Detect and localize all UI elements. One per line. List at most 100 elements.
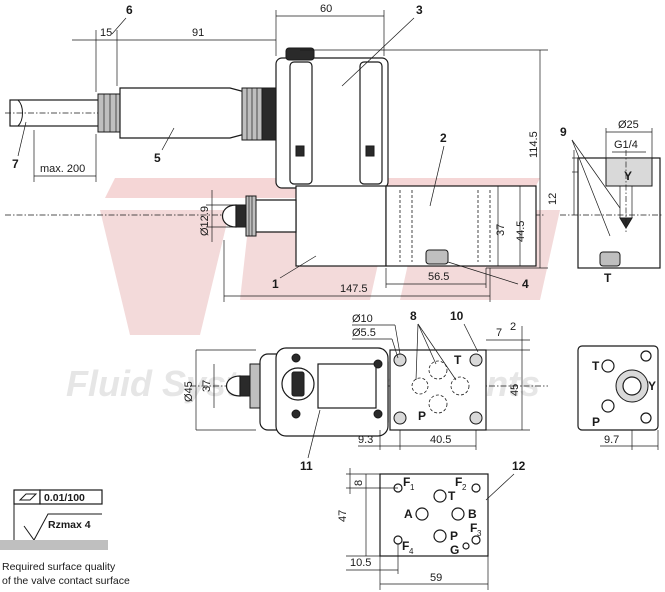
label-f4: F bbox=[402, 539, 409, 553]
dim-10-5: 10.5 bbox=[350, 557, 371, 569]
hole-g bbox=[462, 542, 470, 550]
roughness-value: Rzmax 4 bbox=[48, 519, 91, 531]
callout-9: 9 bbox=[560, 125, 567, 139]
plan-bolt-4 bbox=[469, 411, 483, 425]
end-view-port-t bbox=[601, 359, 615, 373]
dim-max200: max. 200 bbox=[40, 163, 85, 175]
surface-spec: 0.01/100 Rzmax 4 Required surface qualit… bbox=[0, 489, 130, 587]
dim-d25: Ø25 bbox=[618, 119, 639, 131]
dim-147-5: 147.5 bbox=[340, 283, 368, 295]
watermark-logo-stripe-2 bbox=[100, 210, 230, 335]
coil-nut-top bbox=[285, 47, 315, 61]
plan-override-button bbox=[225, 375, 241, 397]
callout-5: 5 bbox=[154, 151, 161, 165]
flatness-symbol-box bbox=[13, 489, 41, 505]
plan-coil-plate bbox=[317, 363, 377, 409]
side-view bbox=[5, 47, 545, 267]
cable-break bbox=[17, 99, 23, 127]
label-b: B bbox=[468, 507, 477, 521]
dim-d5-5: Ø5.5 bbox=[352, 327, 376, 339]
plan-bolt-3 bbox=[393, 411, 407, 425]
end-view-label-t: T bbox=[592, 359, 600, 373]
hole-p bbox=[433, 529, 447, 543]
body-oring bbox=[425, 249, 449, 265]
end-view-port-p bbox=[601, 399, 615, 413]
dim-7: 7 bbox=[496, 327, 502, 339]
dim-56-5: 56.5 bbox=[428, 271, 449, 283]
side-view-dimensions: 60 15 91 max. 200 114.5 37 44.5 Ø12.9 56… bbox=[33, 3, 548, 302]
dim-g14: G1/4 bbox=[614, 139, 638, 151]
end-view-bolt-1 bbox=[640, 350, 652, 362]
flatness-value: 0.01/100 bbox=[44, 492, 85, 504]
callout-6: 6 bbox=[126, 3, 133, 17]
plan-coil-screw-1 bbox=[291, 353, 301, 363]
surface-note-line1: Required surface quality bbox=[2, 561, 116, 573]
label-a: A bbox=[404, 507, 413, 521]
plan-view-dimensions: Ø45 37 Ø10 Ø5.5 7 2 45 9.3 40.5 8 10 11 bbox=[183, 309, 530, 473]
end-view-label-p: P bbox=[592, 415, 600, 429]
override-knurl bbox=[245, 195, 257, 237]
callout-1: 1 bbox=[272, 277, 279, 291]
surface-note-line2: of the valve contact surface bbox=[2, 575, 130, 587]
dim-d10: Ø10 bbox=[352, 313, 373, 325]
dim-47: 47 bbox=[337, 510, 349, 522]
connector-ring bbox=[261, 87, 277, 141]
callout-12: 12 bbox=[512, 459, 526, 473]
section-view: Y T bbox=[560, 150, 662, 285]
dim-44-5: 44.5 bbox=[515, 221, 527, 242]
plan-override-stem bbox=[239, 375, 251, 397]
end-view-port-y-inner bbox=[622, 376, 642, 396]
coil-right-band bbox=[359, 61, 383, 185]
plan-bolt-1 bbox=[393, 353, 407, 367]
dim-40-5: 40.5 bbox=[430, 434, 451, 446]
plan-bolt-2 bbox=[469, 353, 483, 367]
plan-override-knurl bbox=[249, 363, 261, 409]
section-oring bbox=[599, 251, 621, 267]
dim-d12-9: Ø12.9 bbox=[199, 206, 211, 236]
section-port-y-label: Y bbox=[624, 169, 632, 183]
callout-4: 4 bbox=[522, 277, 529, 291]
dim-91: 91 bbox=[192, 27, 204, 39]
label-t: T bbox=[448, 489, 456, 503]
hole-f2 bbox=[471, 483, 481, 493]
coil-left-band bbox=[289, 61, 313, 185]
dim-60: 60 bbox=[320, 3, 332, 15]
dim-12: 12 bbox=[547, 193, 559, 205]
override-stem bbox=[235, 204, 247, 228]
callout-2: 2 bbox=[440, 131, 447, 145]
dim-37-plan: 37 bbox=[201, 380, 213, 392]
dim-37-side: 37 bbox=[495, 224, 507, 236]
dim-15: 15 bbox=[100, 27, 112, 39]
label-p: P bbox=[450, 529, 458, 543]
flatness-value-box bbox=[39, 489, 103, 505]
dim-9-3: 9.3 bbox=[358, 434, 373, 446]
plug-connector bbox=[119, 87, 246, 139]
end-view-label-y: Y bbox=[648, 379, 656, 393]
callout-10: 10 bbox=[450, 309, 464, 323]
mounting-pattern: F 1 F 2 F 3 F 4 T A B P G bbox=[379, 473, 489, 557]
dim-8: 8 bbox=[353, 480, 365, 486]
callout-7: 7 bbox=[12, 157, 19, 171]
section-port-y bbox=[605, 157, 653, 187]
override-housing bbox=[253, 199, 297, 233]
end-view: T P Y 9.7 bbox=[577, 345, 659, 450]
label-f1-sub: 1 bbox=[410, 483, 415, 492]
valve-housing bbox=[385, 185, 537, 267]
connector-nut bbox=[97, 93, 121, 133]
label-g: G bbox=[450, 543, 459, 557]
hole-f3 bbox=[471, 535, 481, 545]
contact-surface bbox=[0, 540, 108, 550]
label-f4-sub: 4 bbox=[409, 547, 414, 556]
section-view-dimensions: Ø25 G1/4 12 9 bbox=[547, 119, 653, 237]
label-f3-sub: 3 bbox=[477, 529, 482, 538]
label-f3: F bbox=[470, 521, 477, 535]
plan-coil-knob-slot bbox=[291, 371, 305, 397]
plan-coil-screw-2 bbox=[291, 409, 301, 419]
callout-11: 11 bbox=[300, 459, 313, 473]
mounting-pattern-dimensions: 8 47 10.5 59 12 bbox=[337, 459, 526, 590]
dim-45: 45 bbox=[509, 384, 521, 396]
plan-coil-screw-3 bbox=[373, 359, 383, 369]
roughness-icon bbox=[23, 513, 102, 541]
coil-screw bbox=[295, 145, 305, 157]
dim-59: 59 bbox=[430, 572, 442, 584]
